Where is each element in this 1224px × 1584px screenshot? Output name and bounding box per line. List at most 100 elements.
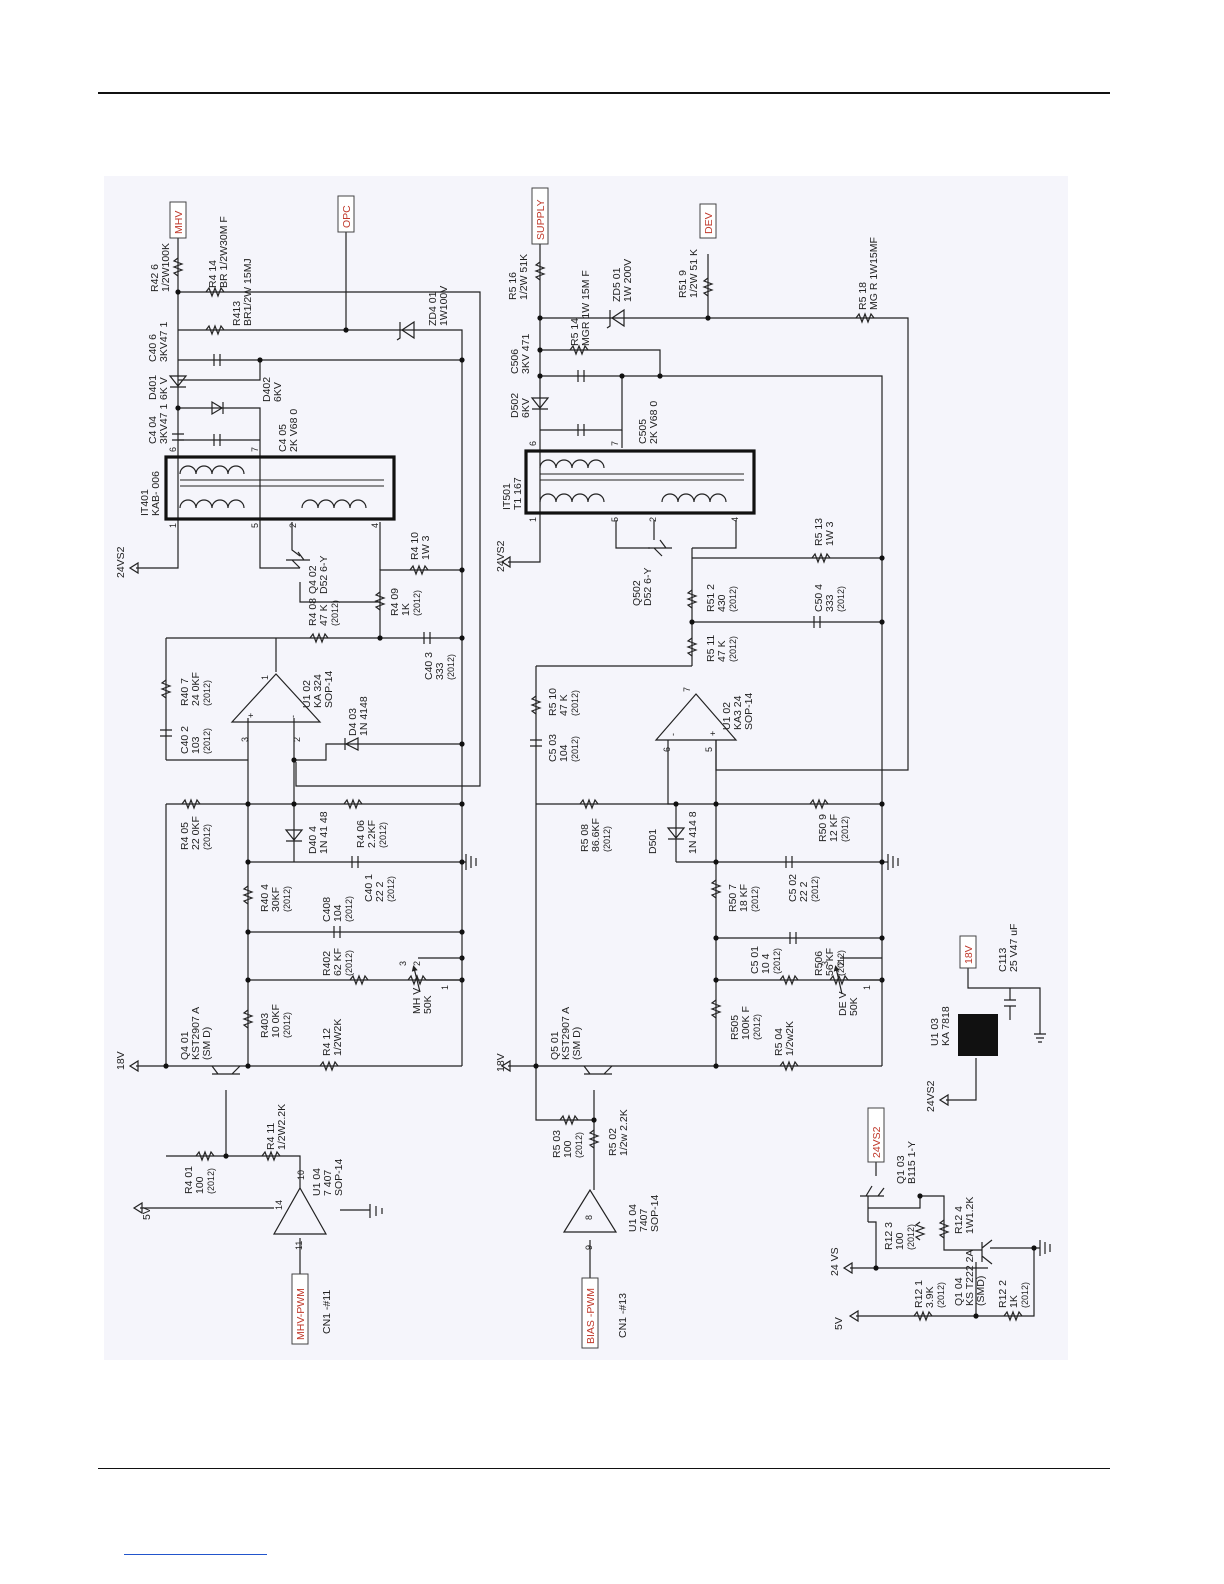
text-label: R5 02 <box>607 1128 619 1156</box>
r403-symbol <box>242 1009 254 1029</box>
text-label: (2012) <box>750 886 760 912</box>
text-label: SOP-14 <box>333 1158 345 1196</box>
r122-symbol <box>1003 1310 1023 1322</box>
zd501-symbol <box>606 308 625 329</box>
pin-label: 6 <box>662 747 672 752</box>
text-label: C408 <box>321 897 333 922</box>
d401-symbol <box>168 375 188 388</box>
d402-symbol <box>211 400 224 416</box>
text-label: 100 <box>894 1232 906 1250</box>
pin-label: 1 <box>168 523 178 528</box>
text-label: D502 <box>509 393 521 418</box>
text-label: KST2907 A <box>190 1007 202 1060</box>
text-label: 3KV 471 <box>520 334 532 374</box>
text-label: KS T222 2A <box>964 1250 976 1306</box>
text-label: R4 09 <box>389 588 401 616</box>
r413-symbol <box>205 324 225 336</box>
text-label: D40 4 <box>307 826 319 854</box>
text-label: MHV-PWM <box>295 1288 307 1340</box>
power-24vs2-arrow <box>500 555 511 569</box>
text-label: R4 11 <box>265 1123 277 1150</box>
d501-value: 1N 414 8 <box>687 811 699 854</box>
text-label: SOP-14 <box>743 692 755 730</box>
footer-link-underline <box>124 1554 267 1555</box>
text-label: (SM D) <box>571 1027 583 1060</box>
text-label: R12 4 <box>953 1206 965 1234</box>
mhv-circuit <box>128 200 481 1274</box>
net-tag-18v: 18V <box>959 935 977 969</box>
text-label: R40 4 <box>259 884 271 912</box>
pin-label: 2 <box>412 961 422 966</box>
text-label: R5 11 <box>705 635 717 662</box>
c503-symbol <box>530 739 542 747</box>
text-label: IT401 <box>139 489 151 516</box>
net-tag-supply: SUPPLY <box>531 187 549 245</box>
text-label: (2012) <box>836 586 846 612</box>
text-label: U1 03 <box>929 1018 941 1046</box>
text-label: (2012) <box>752 1014 762 1040</box>
r510-symbol <box>530 695 542 715</box>
text-label: 12 KF <box>828 814 840 842</box>
c503-label: C5 03104(2012) <box>547 734 580 762</box>
pin-label: 8 <box>584 1215 594 1220</box>
r408-label: R4 0847 K(2012) <box>307 598 340 626</box>
text-label: (2012) <box>412 590 422 616</box>
text-label: ZD5 01 <box>611 267 623 302</box>
it401-transformer <box>164 455 396 521</box>
d404-symbol <box>284 829 304 842</box>
r402-symbol <box>349 974 369 986</box>
text-label: R413 <box>231 301 243 326</box>
text-label: (2012) <box>1020 1282 1030 1308</box>
text-label: 3KV47 1 <box>158 404 170 444</box>
r426-symbol <box>172 257 184 277</box>
r124-label: R12 41W1.2K <box>953 1197 976 1234</box>
pin-label: 10 <box>296 1170 306 1180</box>
text-label: R4 10 <box>409 532 421 560</box>
r412-label: R4 121/2W2K <box>321 1019 344 1056</box>
r507-symbol <box>710 879 722 899</box>
text-label: C506 <box>509 349 521 374</box>
q501-label: Q5 01KST2907 A(SM D) <box>549 1007 583 1060</box>
c504-label: C50 4333(2012) <box>813 584 846 612</box>
u104a-buffer <box>272 1186 328 1235</box>
q502-symbol <box>648 539 672 557</box>
text-label: (SM D) <box>201 1027 213 1060</box>
text-label: 333 <box>824 594 836 612</box>
pin-label: 3 <box>398 961 408 966</box>
text-label: R50 9 <box>817 814 829 842</box>
text-label: C4 05 <box>277 424 289 452</box>
pin-label: 4 <box>370 523 380 528</box>
power-24vs2-label: 24VS2 <box>115 546 127 578</box>
r511-symbol <box>686 637 698 657</box>
r124-symbol <box>938 1219 950 1239</box>
text-label: KST2907 A <box>560 1007 572 1060</box>
text-label: 47 K <box>558 694 570 716</box>
c408-symbol <box>333 926 341 938</box>
pin-label: 14 <box>274 1200 284 1210</box>
text-label: R40 7 <box>179 678 191 706</box>
r401-symbol <box>195 1150 215 1162</box>
text-label: DEV <box>703 212 715 234</box>
text-label: KA 324 <box>312 674 324 708</box>
r413-label: R413BR1/2W 15MJ <box>231 258 254 326</box>
text-label: IT501 <box>501 483 513 510</box>
text-label: 1K <box>1008 1295 1020 1308</box>
text-label: R505 <box>729 1015 741 1040</box>
u102b-label: U1 02KA3 24SOP-14 <box>721 692 755 730</box>
r403-label: R40310 0KF(2012) <box>259 1004 292 1038</box>
power-24vs2-label: 24VS2 <box>495 540 507 572</box>
text-label: 1W100V <box>438 286 450 326</box>
text-label: D401 <box>147 375 159 400</box>
text-label: BR 1/2W30M F <box>218 216 230 288</box>
text-label: 1K <box>400 603 412 616</box>
u104a-label: U1 047 407SOP-14 <box>311 1158 345 1196</box>
r406-label: R4 062.2KF(2012) <box>355 820 388 848</box>
text-label: 1W 200V <box>622 259 634 302</box>
text-label: C40 1 <box>363 874 375 902</box>
text-label: C40 6 <box>147 334 159 362</box>
r414-label: R4 14BR 1/2W30M F <box>207 216 230 288</box>
power-18v-label: 18V <box>115 1051 127 1070</box>
text-label: (2012) <box>378 822 388 848</box>
text-label: C5 01 <box>749 946 761 974</box>
r406-symbol <box>343 798 363 810</box>
